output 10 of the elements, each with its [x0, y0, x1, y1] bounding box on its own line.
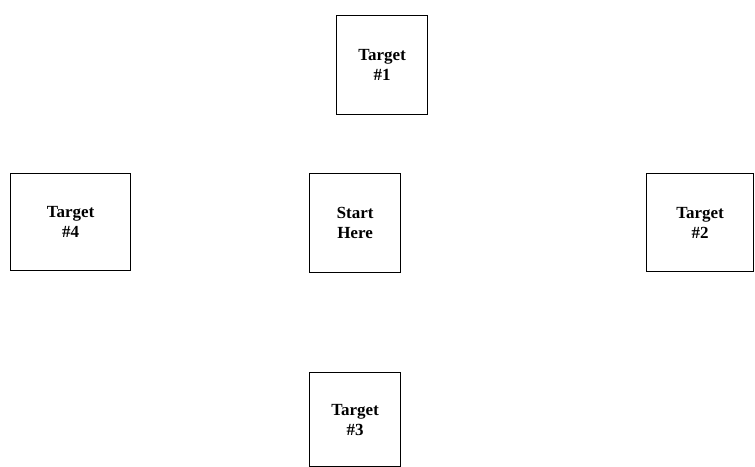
target-box: [10, 173, 131, 271]
target-box: [309, 372, 401, 467]
box-label: Target #1: [358, 45, 406, 85]
target-box: [309, 173, 401, 273]
box-label: Start Here: [336, 203, 374, 243]
box-label: Target #4: [46, 202, 94, 242]
box-label: Target #3: [331, 400, 379, 440]
target-box: [336, 15, 428, 115]
box-label: Target #2: [676, 202, 724, 242]
target-box: [646, 173, 754, 272]
